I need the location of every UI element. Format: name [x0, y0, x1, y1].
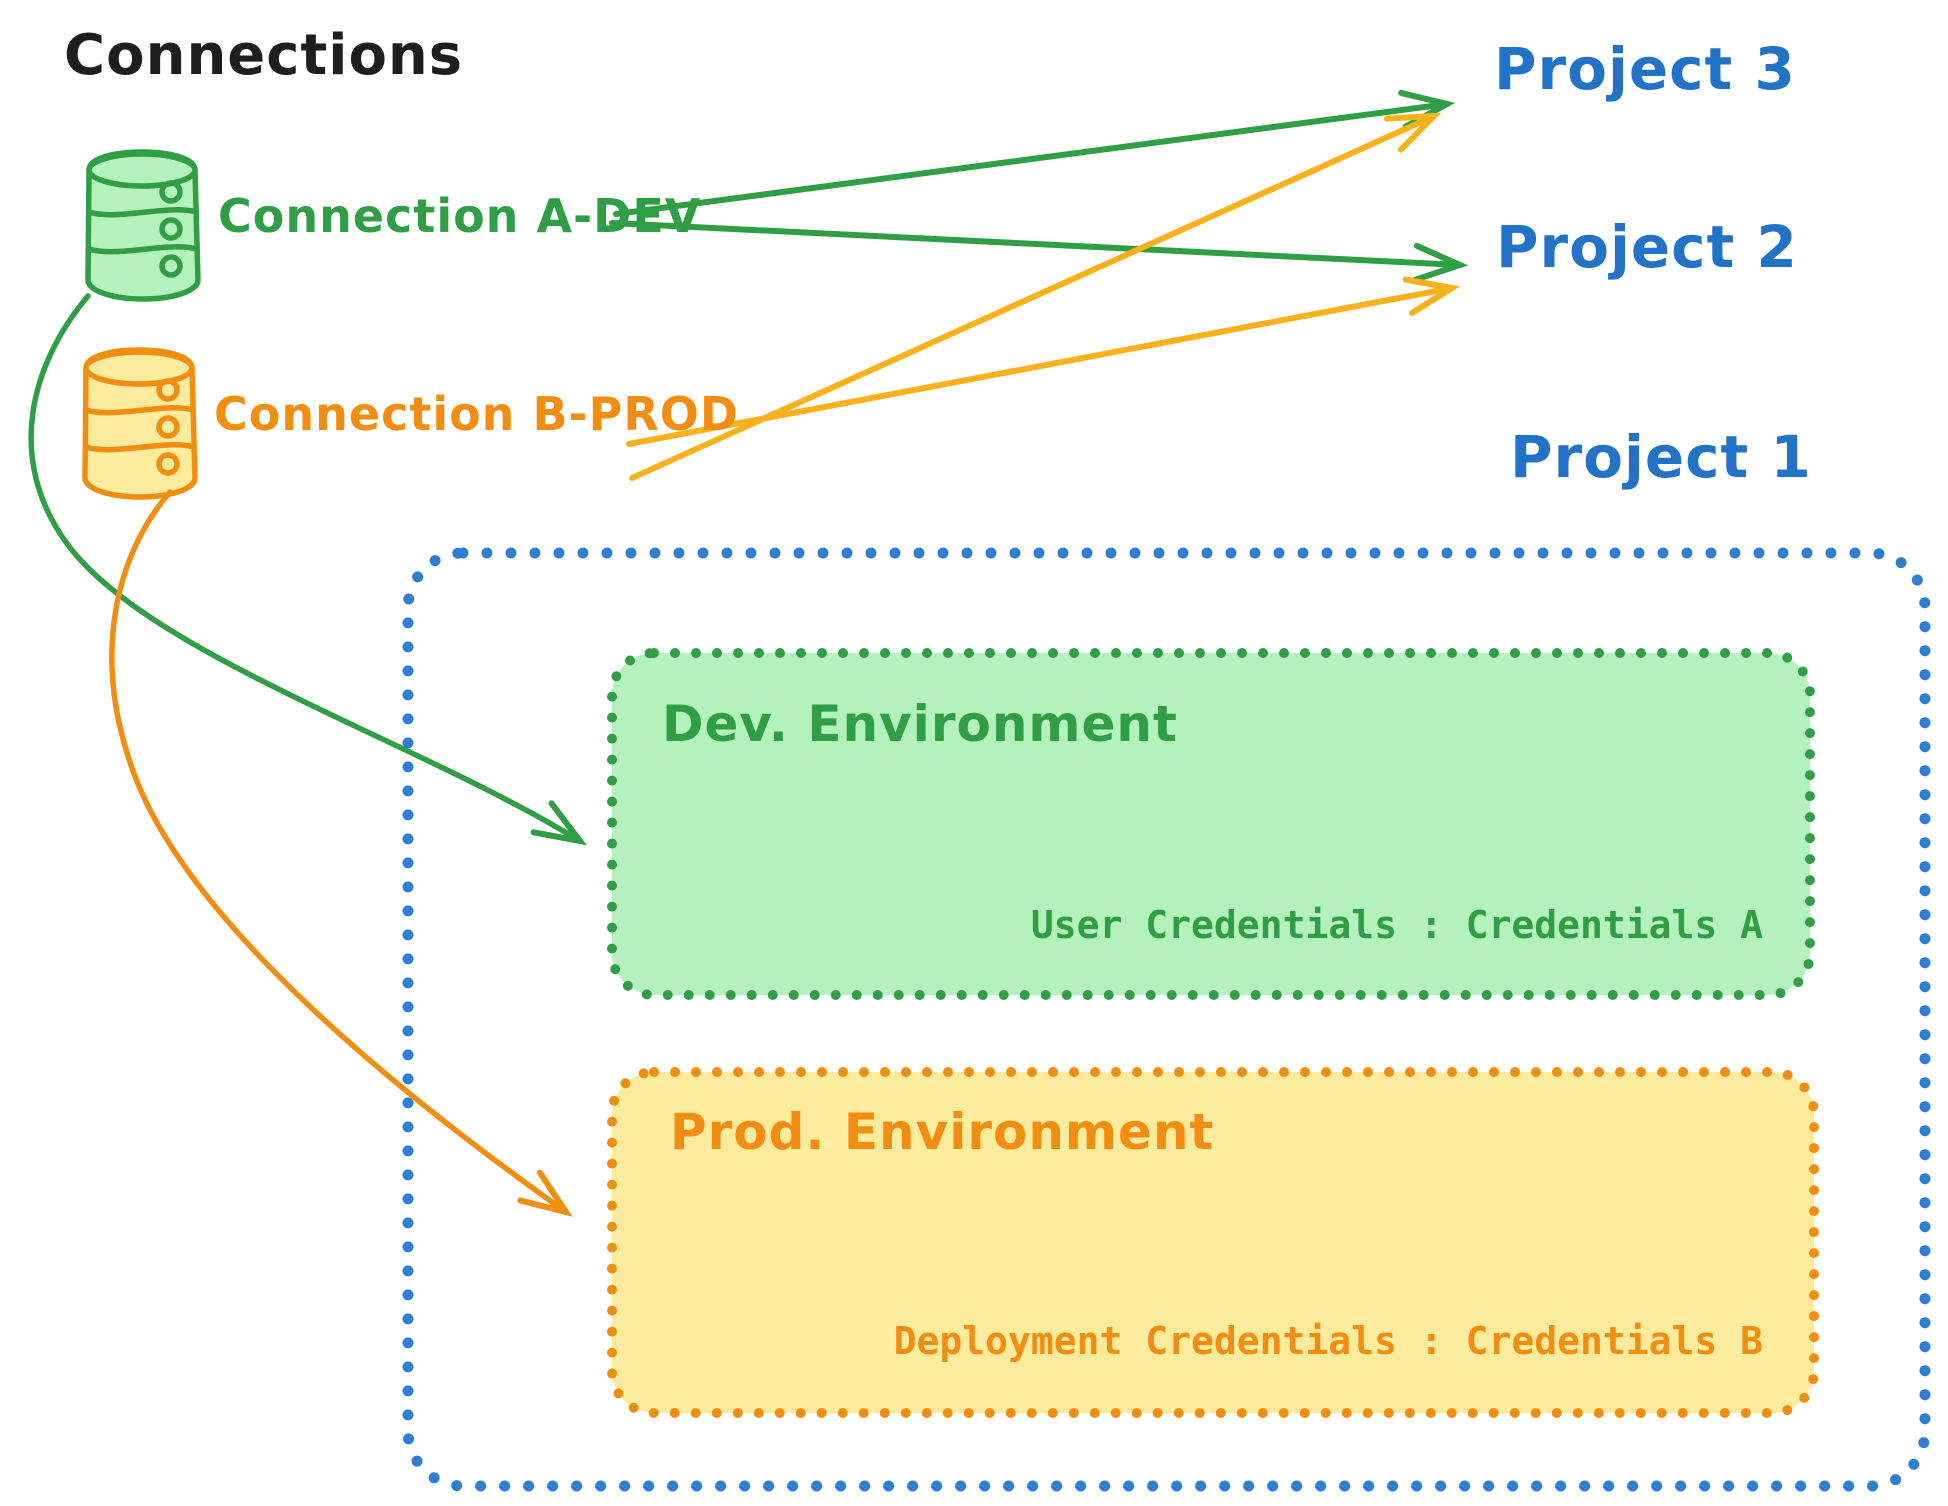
database-dot [156, 378, 180, 402]
connection-b-prod-label: Connection B-PROD [214, 387, 740, 441]
dev-environment-credentials: User Credentials : Credentials A [1030, 903, 1763, 947]
arrow-adev-to-project2 [609, 220, 1469, 283]
project-1-label: Project 1 [1510, 423, 1812, 491]
arrow-adev-to-dev-environment [28, 293, 588, 846]
prod-environment-title: Prod. Environment [670, 1103, 1215, 1161]
prod-environment-box [607, 1067, 1819, 1418]
database-dot [159, 217, 183, 241]
database-icon [85, 149, 201, 302]
database-dot [159, 254, 183, 278]
dev-environment-box [607, 648, 1815, 1000]
database-separators [86, 207, 199, 255]
database-dot [156, 415, 180, 439]
project-3-label: Project 3 [1494, 35, 1796, 103]
database-dot [159, 180, 183, 204]
database-icon [82, 347, 198, 500]
dev-environment-title: Dev. Environment [662, 695, 1178, 753]
connection-a-dev-label: Connection A-DEV [218, 189, 702, 243]
arrow-adev-to-project3 [613, 89, 1456, 217]
project-2-label: Project 2 [1496, 213, 1798, 281]
diagram-title: Connections [64, 23, 464, 88]
arrow-bprod-to-prod-environment [109, 489, 573, 1217]
arrow-bprod-to-project3 [629, 112, 1442, 481]
prod-environment-credentials: Deployment Credentials : Credentials B [893, 1319, 1763, 1363]
database-dot [156, 452, 180, 476]
database-top [86, 151, 198, 189]
database-separators [83, 405, 196, 453]
arrow-bprod-to-project2 [626, 276, 1461, 447]
database-top [83, 349, 195, 387]
